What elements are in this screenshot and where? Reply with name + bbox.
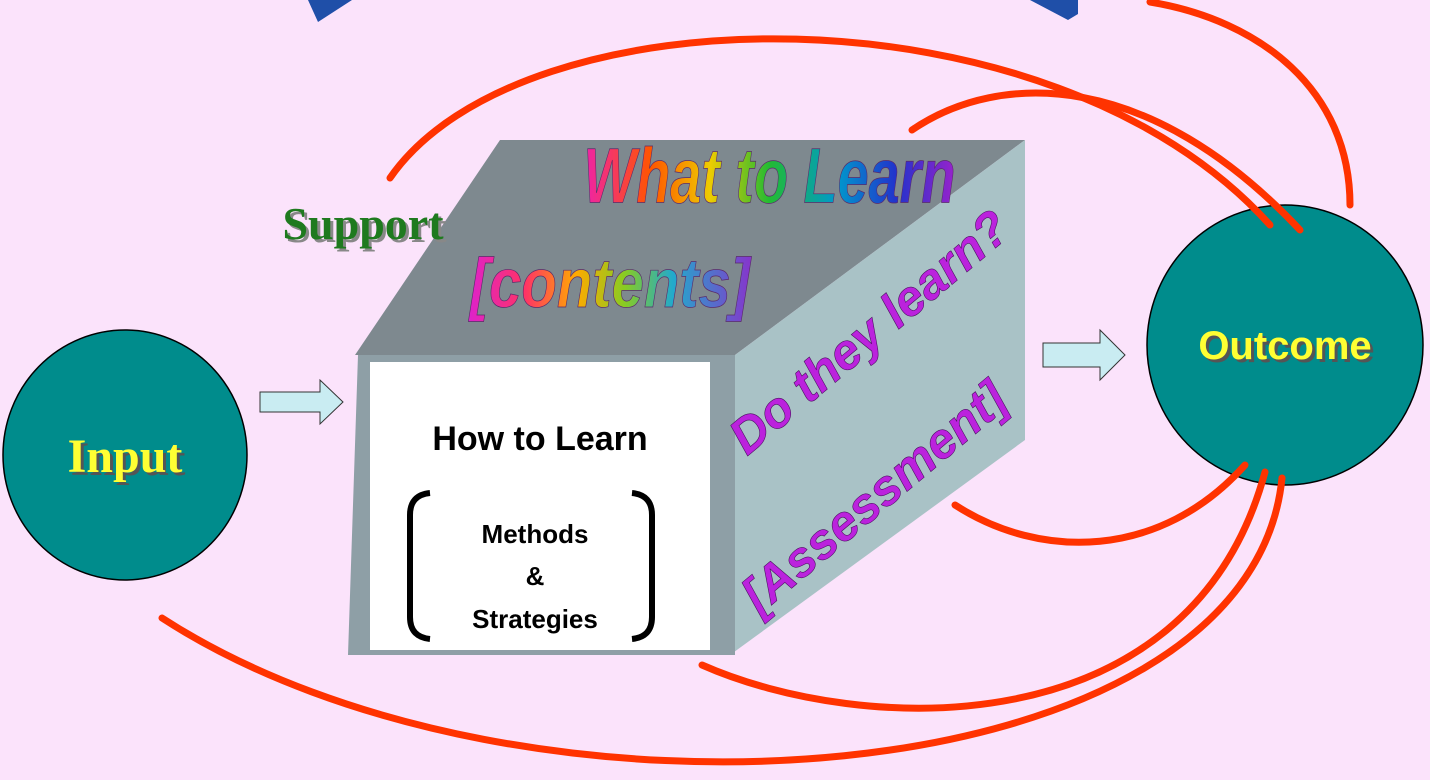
support-label: Support (282, 198, 444, 249)
ampersand-text: & (526, 561, 545, 591)
input-label-shadow: Input (71, 433, 186, 486)
input-circle (2, 329, 248, 581)
methods-text: Methods (482, 519, 589, 549)
learning-box (348, 140, 1025, 655)
outcome-label-shadow: Outcome (1201, 327, 1374, 371)
outcome-circle (1146, 204, 1424, 486)
left-bracket (407, 490, 431, 642)
input-label: Input (68, 430, 183, 483)
outcome-label: Outcome (1198, 324, 1371, 368)
contents-text: [contents] (468, 244, 752, 322)
top-left-blue-bar (308, 0, 352, 22)
feedback-arrow-to-input (158, 474, 1286, 766)
box-to-outcome-arrow (1042, 328, 1126, 382)
right-bracket (631, 490, 655, 642)
how-to-learn-text: How to Learn (432, 420, 647, 458)
feedback-arrow-to-front-face (698, 468, 1269, 712)
box-top-face (355, 140, 1025, 355)
feedback-arrow-to-top-right (1146, 0, 1354, 209)
what-to-learn-text: What to Learn (584, 134, 956, 220)
feedback-arrow-to-side-face (951, 461, 1249, 546)
feedback-arrows (158, 0, 1354, 766)
feedback-arrow-to-box-top (908, 89, 1304, 234)
box-side-face (730, 140, 1025, 655)
feedback-arrow-to-support (386, 35, 1274, 229)
strategies-text: Strategies (472, 604, 598, 634)
input-to-box-arrow (259, 378, 344, 426)
top-right-blue-bar (1030, 0, 1078, 20)
support-label-shadow: Support (285, 201, 447, 252)
